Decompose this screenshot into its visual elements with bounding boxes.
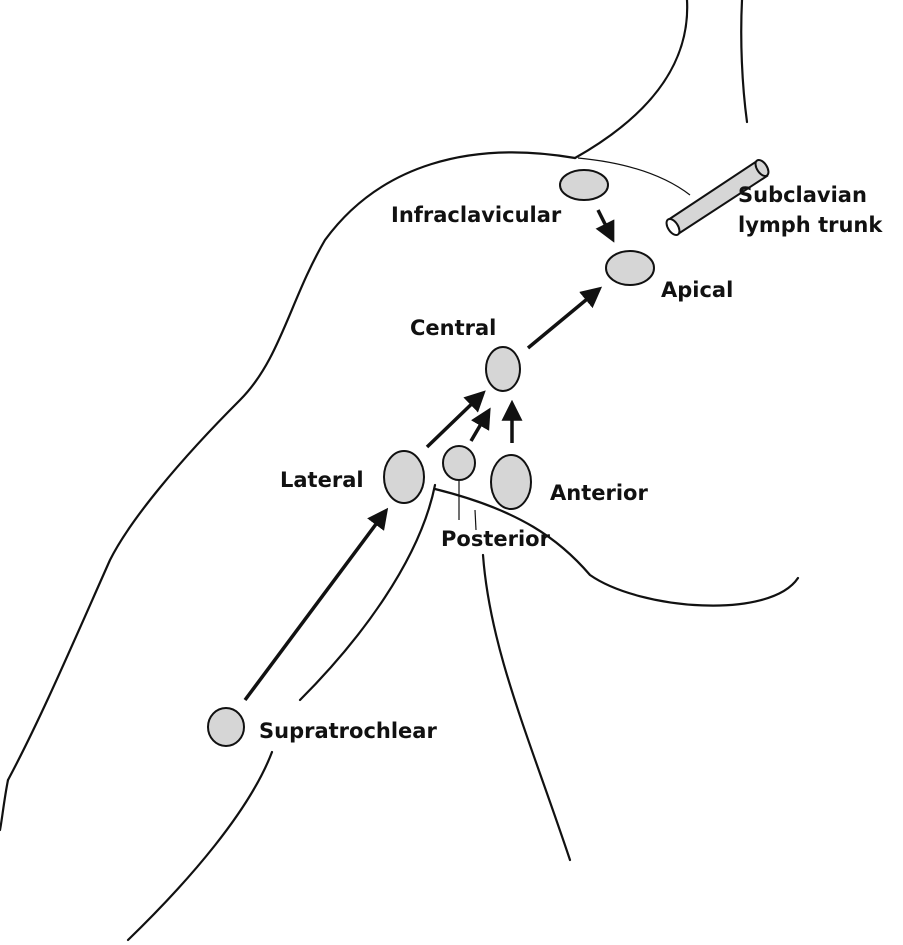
label-supratrochlear: Supratrochlear xyxy=(259,719,437,743)
lateral-node xyxy=(384,451,424,503)
arrow-infraclavicular-to-apical xyxy=(598,210,612,238)
node-labels: Infraclavicular Subclavian lymph trunk A… xyxy=(259,183,883,743)
apical-node xyxy=(606,251,654,285)
arrow-central-to-apical xyxy=(528,290,598,348)
upper-arm-outer-outline xyxy=(8,152,575,780)
label-infraclavicular: Infraclavicular xyxy=(391,203,562,227)
lymph-flow-arrows xyxy=(245,210,612,700)
label-central: Central xyxy=(410,316,496,340)
label-subclavian-line2: lymph trunk xyxy=(738,213,883,237)
forearm-inner-outline xyxy=(128,752,272,940)
neck-outline xyxy=(575,0,687,158)
chest-wall-outline xyxy=(483,555,570,860)
infraclavicular-node xyxy=(560,170,608,200)
supratrochlear-node xyxy=(208,708,244,746)
label-posterior: Posterior xyxy=(441,527,551,551)
neck-inner-outline xyxy=(741,0,747,122)
posterior-node xyxy=(443,446,475,480)
label-anterior: Anterior xyxy=(550,481,648,505)
arrow-supratrochlear-to-lateral xyxy=(245,512,385,700)
label-subclavian-line1: Subclavian xyxy=(738,183,867,207)
central-node xyxy=(486,347,520,391)
anterior-node xyxy=(491,455,531,509)
label-lateral: Lateral xyxy=(280,468,364,492)
label-apical: Apical xyxy=(661,278,733,302)
forearm-outer-outline xyxy=(0,780,8,830)
inner-arm-outline xyxy=(300,485,435,700)
arrow-posterior-to-central xyxy=(471,412,488,441)
